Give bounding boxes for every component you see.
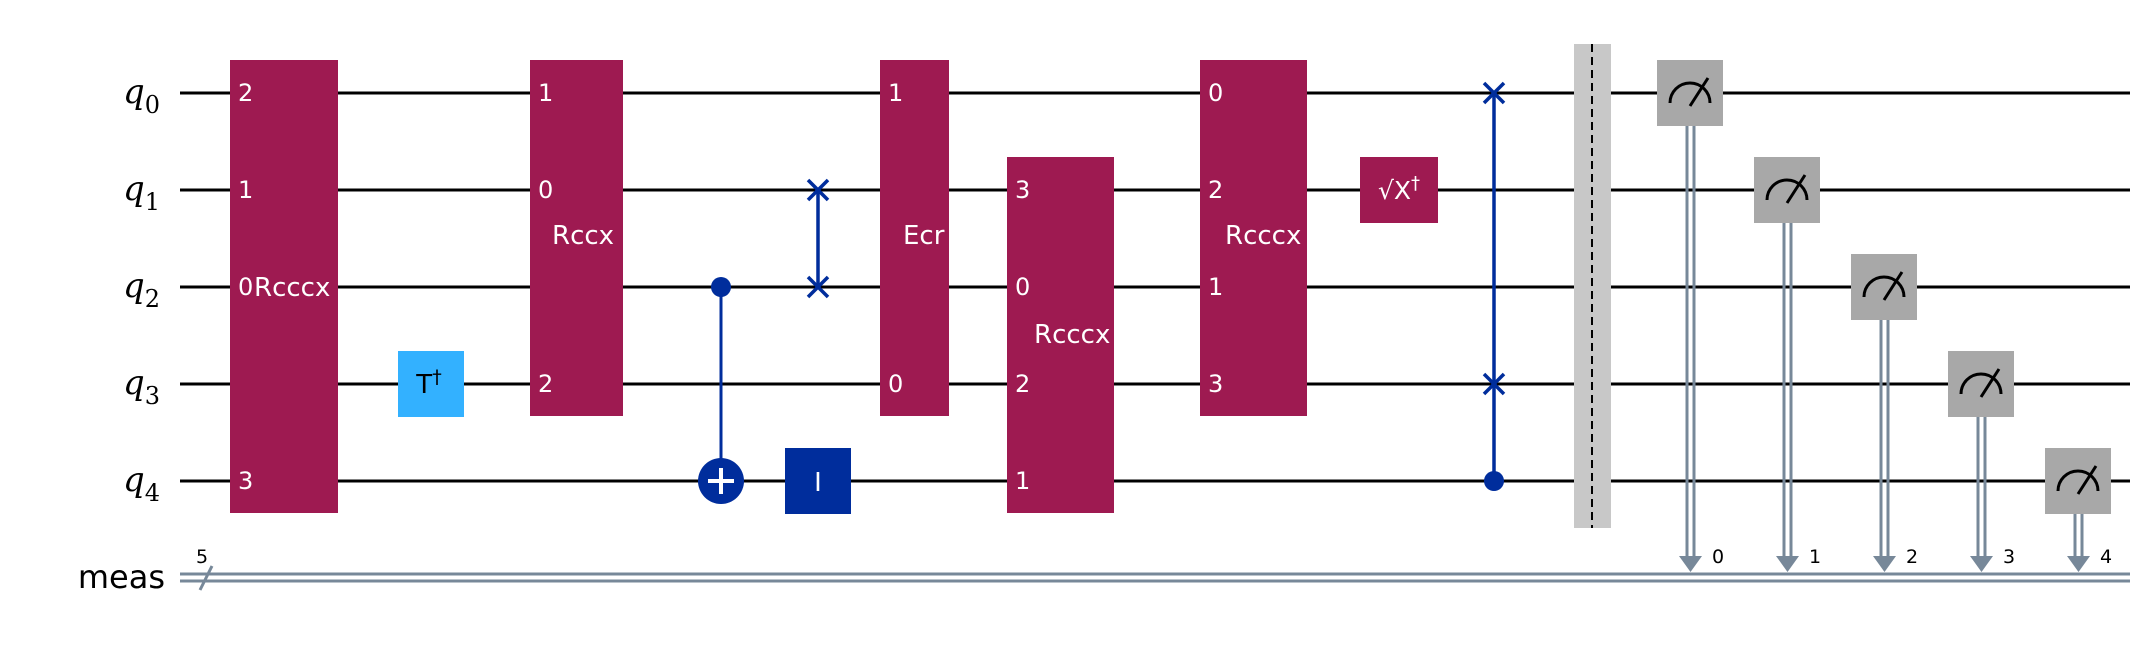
rcccx-gate-c[interactable]: 0 2 1 3 Rcccx (1200, 60, 1307, 416)
measure-bit-label: 2 (1906, 546, 1918, 568)
ecr-gate[interactable]: 1 0 Ecr (880, 60, 949, 416)
pin-label: 0 (238, 273, 253, 301)
classical-register-line (180, 572, 2130, 583)
pin-label: 2 (238, 79, 253, 107)
wire-label-q3: q3 (123, 363, 160, 410)
measure-q1[interactable]: 1 (1754, 157, 1821, 572)
gate-label: Ecr (903, 221, 945, 251)
measure-bit-label: 3 (2003, 546, 2015, 568)
pin-label: 3 (1208, 370, 1223, 398)
barrier (1574, 44, 1611, 528)
pin-label: 1 (238, 176, 253, 204)
rccx-gate[interactable]: 1 0 2 Rccx (530, 60, 623, 416)
pin-label: 2 (538, 370, 553, 398)
identity-gate[interactable]: I (785, 448, 851, 514)
gate-label: Rcccx (254, 273, 330, 303)
measure-bit-label: 4 (2100, 546, 2112, 568)
pin-label: 1 (1208, 273, 1223, 301)
rcccx-gate-a[interactable]: 2 1 0 3 Rcccx (230, 60, 338, 513)
pin-label: 1 (888, 79, 903, 107)
tdg-gate[interactable]: T† (398, 351, 464, 417)
gate-label: Rcccx (1034, 320, 1110, 350)
measure-bit-label: 1 (1809, 546, 1821, 568)
control-dot (1484, 471, 1504, 491)
gate-label: T† (415, 366, 441, 400)
register-slash (198, 565, 214, 591)
cswap-gate[interactable] (1482, 81, 1506, 491)
qubit-wires (180, 91, 2130, 483)
wire-label-q4: q4 (123, 460, 160, 507)
pin-label: 0 (1015, 273, 1030, 301)
gate-label: I (814, 468, 822, 498)
measure-q4[interactable]: 4 (2045, 448, 2112, 572)
control-dot (711, 277, 731, 297)
sxdg-gate[interactable]: √X† (1360, 157, 1438, 223)
rcccx-gate-b[interactable]: 3 0 2 1 Rcccx (1007, 157, 1114, 513)
measure-bit-label: 0 (1712, 546, 1724, 568)
cnot-gate[interactable] (698, 277, 744, 504)
pin-label: 3 (238, 467, 253, 495)
pin-label: 3 (1015, 176, 1030, 204)
measure-q0[interactable]: 0 (1657, 60, 1724, 572)
wire-label-q2: q2 (123, 266, 160, 313)
measure-q2[interactable]: 2 (1851, 254, 1918, 572)
pin-label: 2 (1015, 370, 1030, 398)
pin-label: 1 (1015, 467, 1030, 495)
wire-label-q1: q1 (123, 169, 160, 216)
wire-label-q0: q0 (123, 72, 160, 119)
wire-label-meas: meas (78, 558, 165, 596)
wire-labels: q0 q1 q2 q3 q4 meas (78, 72, 165, 596)
gate-label: Rccx (552, 221, 614, 251)
gate-label: √X† (1378, 173, 1420, 205)
pin-label: 0 (1208, 79, 1223, 107)
pin-label: 0 (888, 370, 903, 398)
register-width-label: 5 (196, 546, 208, 568)
pin-label: 0 (538, 176, 553, 204)
measure-q3[interactable]: 3 (1948, 351, 2015, 572)
pin-label: 1 (538, 79, 553, 107)
pin-label: 2 (1208, 176, 1223, 204)
gate-label: Rcccx (1225, 221, 1301, 251)
swap-gate-q1-q2[interactable] (806, 178, 830, 299)
